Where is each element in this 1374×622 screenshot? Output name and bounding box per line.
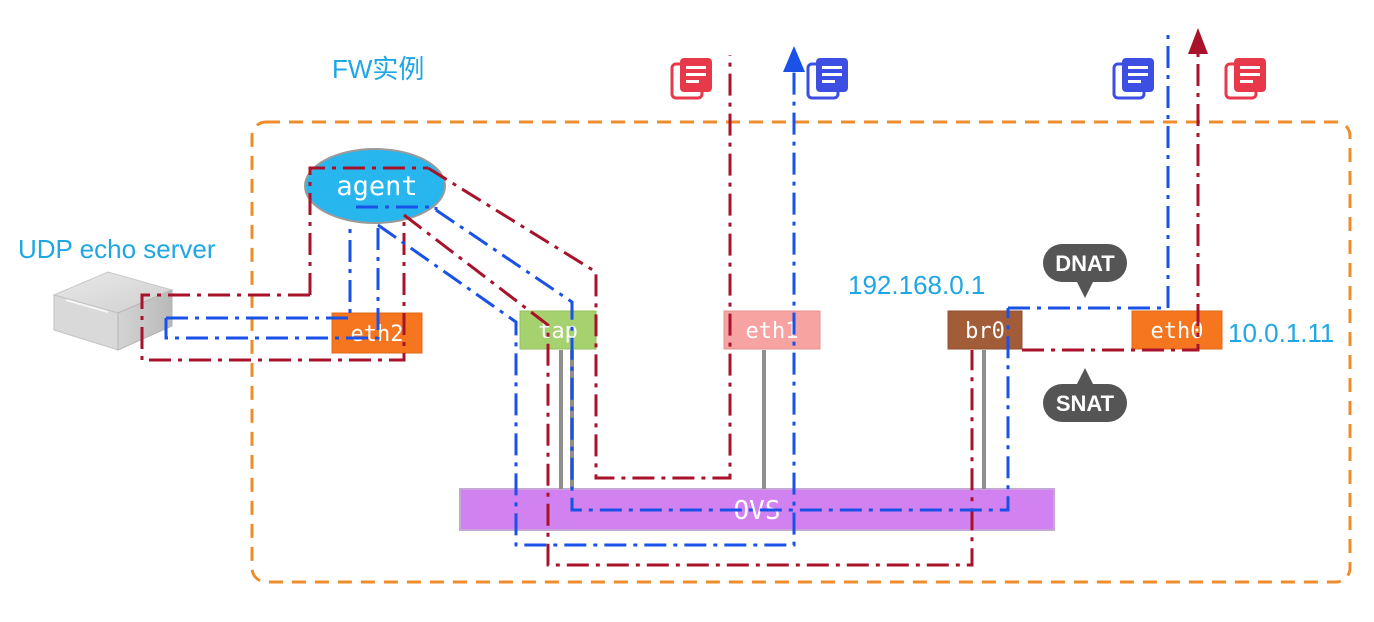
agent-label: agent (336, 171, 417, 202)
br0-ip-address: 192.168.0.1 (848, 270, 985, 300)
blue-traffic-paths (164, 30, 1170, 547)
doc-blue-icon (1112, 58, 1154, 100)
iface-tap: tap (519, 310, 597, 350)
iface-br0-label: br0 (965, 319, 1005, 344)
iface-eth1-label: eth1 (746, 319, 799, 344)
eth0-ip-address: 10.0.1.11 (1228, 318, 1335, 348)
iface-eth1: eth1 (723, 310, 821, 350)
ovs-bridge (459, 488, 1055, 531)
fw-instance-boundary (250, 120, 1352, 584)
agent-node: agent (304, 148, 446, 224)
udp-server-label: UDP echo server (18, 234, 216, 264)
iface-eth0-label: eth0 (1151, 319, 1204, 344)
iface-eth2: eth2 (331, 312, 423, 354)
snat-callout: SNAT (1043, 368, 1127, 422)
red-traffic-paths (140, 40, 1200, 567)
dnat-callout: DNAT (1043, 244, 1127, 298)
dnat-label: DNAT (1055, 251, 1115, 276)
server-icon (52, 271, 174, 351)
iface-br0: br0 (947, 310, 1023, 350)
fw-instance-title: FW实例 (332, 54, 424, 84)
red-arrow-head (1188, 28, 1208, 54)
doc-blue-icon (806, 58, 848, 100)
snat-label: SNAT (1056, 391, 1115, 416)
iface-eth0: eth0 (1131, 310, 1223, 350)
doc-red-icon (670, 58, 712, 100)
doc-red-icon (1224, 58, 1266, 100)
blue-arrow-head (783, 46, 805, 72)
ovs-connectors (559, 350, 986, 489)
